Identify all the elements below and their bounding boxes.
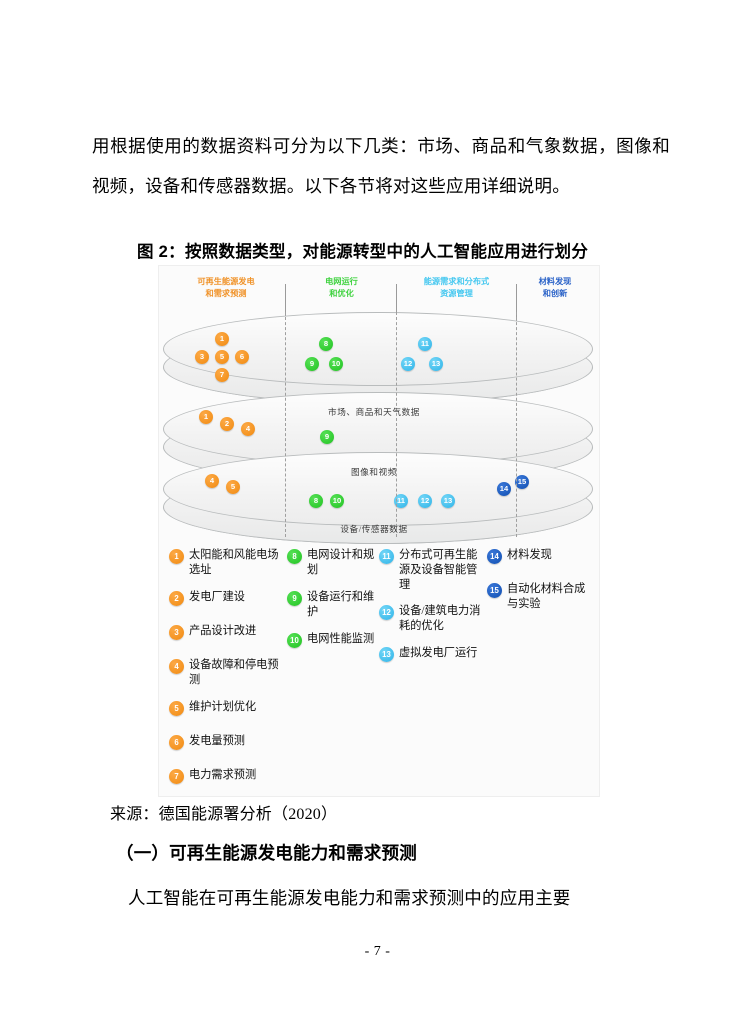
layer-badge-12: 12 xyxy=(418,494,432,508)
layer-label-images: 图像和视频 xyxy=(351,467,397,477)
legend-item-label: 电力需求预测 xyxy=(189,769,257,781)
figure-title: 图 2：按照数据类型，对能源转型中的人工智能应用进行划分 xyxy=(137,243,589,261)
legend-column-materials: 14 材料发现 15 自动化材料合成与实验 xyxy=(487,548,595,624)
layer-badge-6: 6 xyxy=(235,350,249,364)
legend-item-label: 产品设计改进 xyxy=(189,625,257,637)
legend-badge-4: 4 xyxy=(169,659,184,674)
legend-item-label: 设备/建筑电力消耗的优化 xyxy=(399,605,481,632)
legend-item: 4 设备故障和停电预测 xyxy=(169,658,287,692)
legend-badge-14: 14 xyxy=(487,549,502,564)
layer-badge-4: 4 xyxy=(241,422,255,436)
column-dash-2 xyxy=(396,312,397,537)
layer-badge-11: 11 xyxy=(418,337,432,351)
section-body-text: 人工智能在可再生能源发电能力和需求预测中的应用主要 xyxy=(128,888,571,908)
legend-badge-12: 12 xyxy=(379,605,394,620)
legend-item: 3 产品设计改进 xyxy=(169,624,287,650)
layer-badge-4: 4 xyxy=(205,474,219,488)
legend-item: 12 设备/建筑电力消耗的优化 xyxy=(379,604,487,638)
layer-badge-8: 8 xyxy=(309,494,323,508)
legend-item-label: 材料发现 xyxy=(507,549,552,561)
legend-item-label: 发电厂建设 xyxy=(189,591,245,603)
intro-paragraph: 用根据使用的数据资料可分为以下几类：市场、商品和气象数据，图像和视频，设备和传感… xyxy=(92,135,670,196)
legend-item-label: 分布式可再生能源及设备智能管理 xyxy=(399,549,478,591)
legend-column-grid: 8 电网设计和规划 9 设备运行和维护 10 电网性能监测 xyxy=(287,548,379,674)
layer-badge-2: 2 xyxy=(220,417,234,431)
header-divider-1 xyxy=(285,284,286,329)
layer-badge-3: 3 xyxy=(195,350,209,364)
column-header-demand: 能源需求和分布式 资源管理 xyxy=(423,277,490,298)
legend-item-label: 自动化材料合成与实验 xyxy=(507,583,586,610)
page-number: - 7 - xyxy=(364,944,391,959)
legend-badge-8: 8 xyxy=(287,549,302,564)
legend-item: 11 分布式可再生能源及设备智能管理 xyxy=(379,548,487,596)
column-dash-3 xyxy=(516,312,517,537)
legend-badge-10: 10 xyxy=(287,633,302,648)
section-heading: （一）可再生能源发电能力和需求预测 xyxy=(116,843,417,863)
layer-badge-13: 13 xyxy=(429,357,443,371)
layer-badge-10: 10 xyxy=(329,357,343,371)
figure-2-diagram: 可再生能源发电 和需求预测 电网运行 和优化 能源需求和分布式 资源管理 材料发… xyxy=(158,265,600,797)
legend-item-label: 发电量预测 xyxy=(189,735,245,747)
legend-item: 6 发电量预测 xyxy=(169,734,287,760)
layer-badge-7: 7 xyxy=(215,368,229,382)
legend-item-label: 虚拟发电厂运行 xyxy=(399,647,478,659)
layer-badge-8: 8 xyxy=(319,337,333,351)
legend-item: 9 设备运行和维护 xyxy=(287,590,379,624)
legend-badge-13: 13 xyxy=(379,647,394,662)
legend-badge-2: 2 xyxy=(169,591,184,606)
legend-badge-7: 7 xyxy=(169,769,184,784)
legend-badge-3: 3 xyxy=(169,625,184,640)
legend-badge-5: 5 xyxy=(169,701,184,716)
layer-label-sensors: 设备/传感器数据 xyxy=(340,524,408,534)
figure-legend: 1 太阳能和风能电场选址 2 发电厂建设 3 产品设计改进 4 设备故障和停电预测 5 维护计划优… xyxy=(165,548,595,788)
layer-badge-10: 10 xyxy=(330,494,344,508)
legend-item: 5 维护计划优化 xyxy=(169,700,287,726)
legend-badge-11: 11 xyxy=(379,549,394,564)
legend-item: 2 发电厂建设 xyxy=(169,590,287,616)
legend-item-label: 电网性能监测 xyxy=(307,633,375,645)
legend-column-demand: 11 分布式可再生能源及设备智能管理 12 设备/建筑电力消耗的优化 13 虚拟发电厂运行 xyxy=(379,548,487,688)
legend-item: 10 电网性能监测 xyxy=(287,632,379,666)
legend-item: 8 电网设计和规划 xyxy=(287,548,379,582)
legend-item: 15 自动化材料合成与实验 xyxy=(487,582,595,616)
layer-badge-12: 12 xyxy=(401,357,415,371)
legend-item: 1 太阳能和风能电场选址 xyxy=(169,548,287,582)
layer-top-1 xyxy=(163,312,593,386)
layer-label-market: 市场、商品和天气数据 xyxy=(328,407,420,417)
legend-column-renewable: 1 太阳能和风能电场选址 2 发电厂建设 3 产品设计改进 4 设备故障和停电预测 5 维护计划优… xyxy=(169,548,287,796)
legend-item: 14 材料发现 xyxy=(487,548,595,574)
figure-source: 来源：德国能源署分析（2020） xyxy=(110,806,338,823)
layer-badge-9: 9 xyxy=(305,357,319,371)
layer-badge-14: 14 xyxy=(497,482,511,496)
legend-badge-6: 6 xyxy=(169,735,184,750)
column-dash-1 xyxy=(285,312,286,537)
legend-item-label: 电网设计和规划 xyxy=(307,549,375,576)
legend-item-label: 维护计划优化 xyxy=(189,701,257,713)
column-header-renewable: 可再生能源发电 和需求预测 xyxy=(197,277,255,298)
layer-badge-1: 1 xyxy=(215,332,229,346)
legend-item-label: 设备故障和停电预测 xyxy=(189,659,279,686)
diagram-column-headers: 可再生能源发电 和需求预测 电网运行 和优化 能源需求和分布式 资源管理 材料发… xyxy=(159,276,599,329)
layer-badge-9: 9 xyxy=(320,430,334,444)
legend-item-label: 设备运行和维护 xyxy=(307,591,375,618)
layer-badge-1: 1 xyxy=(199,410,213,424)
column-header-grid: 电网运行 和优化 xyxy=(325,277,358,298)
legend-item: 7 电力需求预测 xyxy=(169,768,287,794)
legend-badge-15: 15 xyxy=(487,583,502,598)
legend-badge-9: 9 xyxy=(287,591,302,606)
header-divider-2 xyxy=(396,284,397,329)
header-divider-3 xyxy=(516,284,517,329)
legend-item-label: 太阳能和风能电场选址 xyxy=(189,549,279,576)
legend-item: 13 虚拟发电厂运行 xyxy=(379,646,487,680)
layer-badge-15: 15 xyxy=(515,475,529,489)
column-header-materials: 材料发现 和创新 xyxy=(538,277,572,298)
layer-badge-13: 13 xyxy=(441,494,455,508)
legend-badge-1: 1 xyxy=(169,549,184,564)
layer-badge-11: 11 xyxy=(394,494,408,508)
layer-badge-5: 5 xyxy=(226,480,240,494)
layer-badge-5: 5 xyxy=(215,350,229,364)
